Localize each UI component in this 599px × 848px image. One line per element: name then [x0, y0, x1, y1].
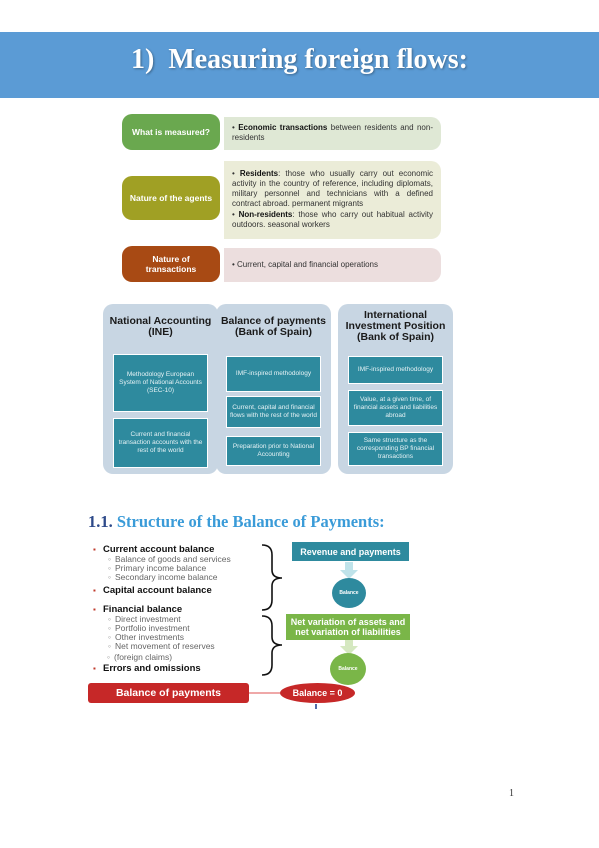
balance-circle: Balance — [332, 578, 366, 608]
column-investment-position: International Investment Position (Bank … — [338, 304, 453, 474]
financial-sub-item: Other investments — [108, 633, 184, 643]
non-residents-bold: Non-residents — [238, 210, 293, 219]
section-title: 1.1. Structure of the Balance of Payment… — [88, 512, 385, 532]
assets-liabilities-box: Net variation of assets and net variatio… — [286, 614, 410, 640]
nature-agents-label: Nature of the agents — [122, 176, 220, 220]
financial-sub-item: Net movement of reserves — [108, 642, 215, 652]
column-box: IMF-inspired methodology — [348, 356, 443, 384]
balance-zero-oval: Balance = 0 — [280, 683, 355, 703]
column-title: Balance of payments (Bank of Spain) — [220, 315, 327, 338]
financial-balance-item: Financial balance — [93, 604, 182, 615]
residents-text: : those who usually carry out economic a… — [232, 169, 434, 208]
current-sub-item: Primary income balance — [108, 564, 206, 574]
current-account-item: Current account balance — [93, 544, 214, 555]
title-text: Measuring foreign flows: — [168, 44, 468, 75]
column-box: Value, at a given time, of financial ass… — [348, 390, 443, 426]
lower-brace — [261, 615, 283, 676]
column-balance-of-payments: Balance of payments (Bank of Spain) IMF-… — [216, 304, 331, 474]
what-measured-desc: • Economic transactions between resident… — [224, 117, 441, 150]
what-measured-text: between residents and non-residents — [232, 123, 433, 142]
balance-circle: Balance — [330, 653, 366, 685]
down-arrow-icon — [340, 562, 358, 579]
revenue-payments-box: Revenue and payments — [292, 542, 409, 561]
non-residents-text: : those who carry out habitual activity … — [232, 210, 433, 229]
financial-sub-item: Portfolio investment — [108, 624, 190, 634]
errors-omissions-item: Errors and omissions — [93, 663, 201, 674]
column-title: International Investment Position (Bank … — [345, 309, 446, 343]
section-number: 1.1. — [88, 512, 113, 531]
page-number: 1 — [509, 788, 514, 799]
column-box: Preparation prior to National Accounting — [226, 436, 321, 466]
residents-bold: Residents — [239, 169, 279, 178]
what-measured-label: What is measured? — [122, 114, 220, 150]
balance-of-payments-box: Balance of payments — [88, 683, 249, 703]
column-national-accounting: National Accounting (INE) Methodology Eu… — [103, 304, 218, 474]
nature-agents-desc: • Residents: those who usually carry out… — [224, 161, 441, 239]
current-sub-item: Balance of goods and services — [108, 555, 231, 565]
section-text: Structure of the Balance of Payments: — [116, 512, 385, 531]
down-arrow-icon — [340, 640, 358, 655]
column-box: Methodology European System of National … — [113, 354, 208, 412]
page-title: 1) Measuring foreign flows: — [0, 44, 599, 76]
column-box: Current and financial transaction accoun… — [113, 418, 208, 468]
financial-sub-item: Direct investment — [108, 615, 181, 625]
nature-transactions-desc: • Current, capital and financial operati… — [224, 248, 441, 282]
column-box: Same structure as the corresponding BP f… — [348, 432, 443, 466]
upper-brace — [261, 544, 283, 611]
column-title: National Accounting (INE) — [109, 315, 212, 338]
what-measured-bold: Economic transactions — [238, 123, 328, 132]
financial-sub-tail: (foreign claims) — [107, 653, 172, 663]
title-number: 1) — [130, 44, 155, 75]
title-banner: 1) Measuring foreign flows: — [0, 32, 599, 98]
nature-transactions-label: Nature of transactions — [122, 246, 220, 282]
column-box: Current, capital and financial flows wit… — [226, 396, 321, 428]
capital-account-item: Capital account balance — [93, 585, 212, 596]
current-sub-item: Secondary income balance — [108, 573, 218, 583]
column-box: IMF-inspired methodology — [226, 356, 321, 392]
nature-transactions-text: Current, capital and financial operation… — [237, 259, 379, 269]
